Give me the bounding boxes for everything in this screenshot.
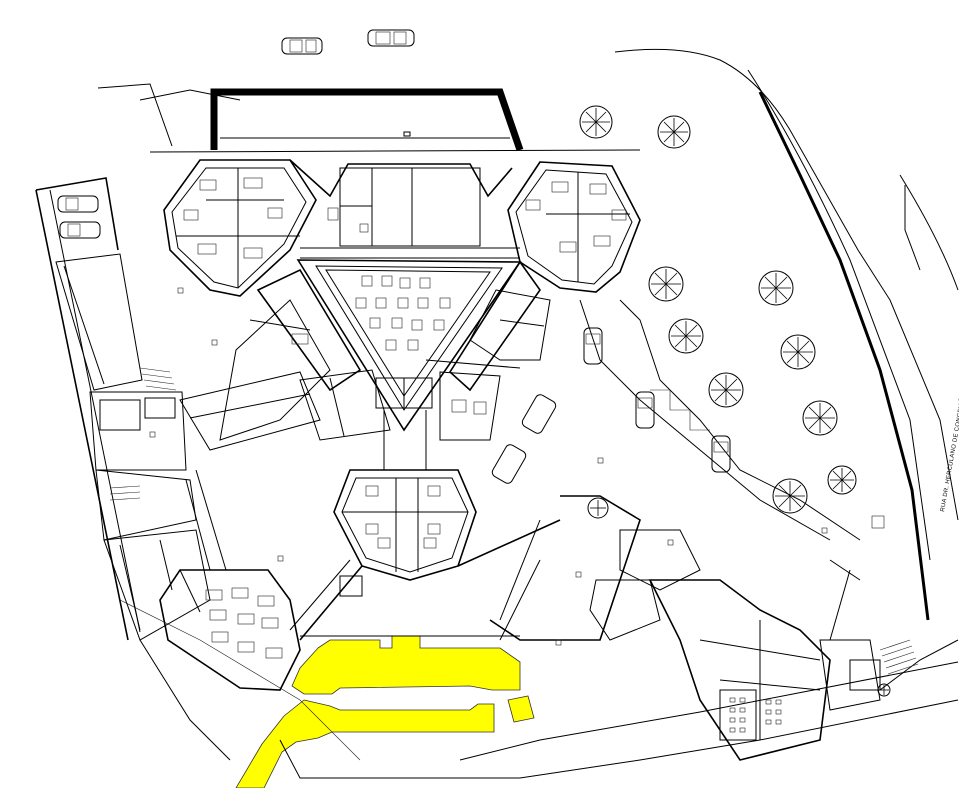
- tree-icon: [827, 465, 857, 495]
- car-icon: [635, 391, 655, 429]
- east-parking: [491, 299, 861, 541]
- highlighted-wing-lower: [235, 699, 495, 788]
- tree-icon: [780, 334, 816, 370]
- car-icon: [57, 195, 99, 213]
- car-icon: [711, 435, 731, 473]
- west-strip: [35, 177, 211, 641]
- east-wing: [425, 260, 551, 441]
- highlighted-wing: [235, 635, 535, 788]
- tree-icon: [708, 372, 744, 408]
- north-corridor-block: [289, 159, 520, 259]
- highlighted-wing-stair: [507, 695, 535, 723]
- parked-cars-top: [281, 29, 415, 55]
- seating-grid: [729, 697, 782, 733]
- table-icon: [361, 275, 393, 287]
- tree-icon: [579, 105, 613, 139]
- site-markers: [149, 287, 885, 646]
- northeast-pod: [507, 161, 641, 293]
- table-icon: [397, 297, 451, 309]
- car-icon: [367, 29, 415, 47]
- south-pod: [333, 410, 477, 581]
- street-label: RUA DR. HERCULANO DE CONCEIÇÃO: [939, 392, 959, 512]
- car-icon: [521, 394, 557, 434]
- table-icon: [385, 339, 419, 351]
- table-icon: [261, 617, 279, 629]
- dining-tables: [355, 275, 451, 351]
- stair-icon: [139, 367, 177, 391]
- site-boundaries: [97, 48, 959, 779]
- tree-icon: [668, 318, 704, 354]
- car-icon: [583, 327, 603, 365]
- trees: [579, 105, 891, 697]
- tree-icon: [877, 683, 891, 697]
- table-icon: [231, 587, 249, 599]
- tree-icon: [772, 478, 808, 514]
- table-icon: [369, 317, 403, 329]
- table-icon: [237, 641, 255, 653]
- tree-icon: [648, 266, 684, 302]
- west-wing: [179, 268, 391, 451]
- car-icon: [281, 37, 323, 55]
- stair-icon: [879, 639, 919, 675]
- table-icon: [399, 277, 431, 289]
- table-icon: [257, 595, 275, 607]
- stair-icon: [109, 485, 141, 501]
- table-icon: [355, 297, 387, 309]
- lower-connector: [289, 495, 641, 641]
- tree-icon: [657, 115, 691, 149]
- east-complex: [589, 529, 919, 761]
- table-icon: [265, 647, 283, 659]
- north-service-block: [149, 88, 641, 153]
- tree-icon: [758, 270, 794, 306]
- table-icon: [205, 589, 223, 601]
- southwest-dining: [159, 469, 301, 691]
- table-icon: [237, 613, 255, 625]
- car-icon: [59, 221, 101, 239]
- tree-icon: [587, 497, 609, 519]
- tree-icon: [802, 400, 838, 436]
- table-icon: [211, 631, 229, 643]
- highlighted-wing-upper: [291, 635, 521, 695]
- table-icon: [209, 609, 227, 621]
- car-icon: [491, 444, 527, 484]
- central-triangle: [296, 259, 522, 432]
- northwest-pod: [163, 159, 317, 297]
- table-icon: [411, 319, 445, 331]
